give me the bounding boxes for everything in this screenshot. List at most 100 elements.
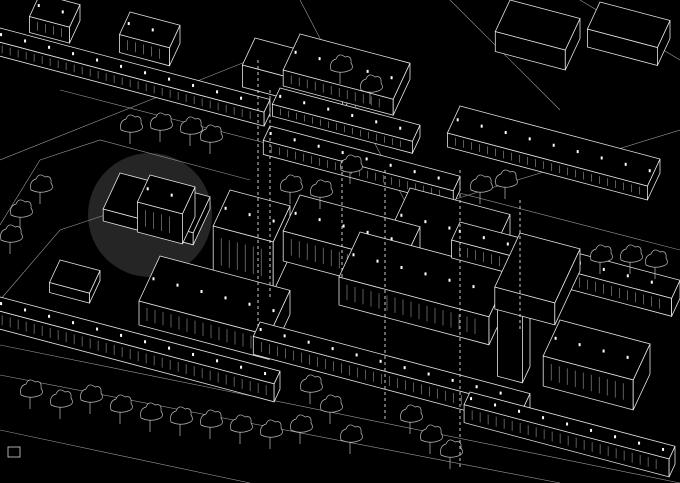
- tree: [340, 424, 363, 454]
- roof-light: [283, 334, 286, 338]
- building-roof: [494, 0, 581, 51]
- roof-light: [61, 10, 64, 14]
- roof-light: [151, 28, 154, 32]
- tree: [150, 112, 173, 142]
- roof-light: [24, 308, 27, 312]
- roof-light: [355, 353, 358, 357]
- roof-light: [366, 230, 369, 234]
- roof-light: [390, 76, 393, 80]
- roof-light: [248, 302, 251, 306]
- roof-light: [303, 101, 306, 105]
- tree-canopy: [30, 174, 53, 193]
- roof-light: [470, 397, 473, 401]
- building-roof: [0, 296, 281, 385]
- roof-light: [650, 280, 653, 284]
- building-roof: [586, 1, 671, 48]
- tree-canopy: [300, 374, 323, 393]
- tree: [290, 414, 313, 444]
- building-block: [262, 125, 461, 206]
- building-block: [28, 0, 81, 44]
- tree: [50, 389, 73, 419]
- tree-canopy: [150, 112, 173, 131]
- roof-light: [192, 83, 195, 87]
- tree-canopy: [320, 394, 343, 413]
- tree-canopy: [340, 154, 363, 173]
- building-block: [136, 174, 196, 245]
- tree-canopy: [290, 414, 313, 433]
- roof-light: [389, 163, 392, 167]
- roof-light: [399, 126, 402, 130]
- roof-light: [0, 302, 3, 306]
- roof-light: [307, 340, 310, 344]
- roof-light: [424, 220, 427, 224]
- tree-canopy: [0, 224, 23, 243]
- roof-light: [379, 359, 382, 363]
- roof-light: [120, 64, 123, 68]
- tree: [20, 379, 43, 409]
- roof-light: [240, 96, 243, 100]
- tree: [310, 179, 333, 209]
- tree-canopy: [200, 409, 223, 428]
- tree: [400, 404, 423, 434]
- roof-light: [152, 277, 155, 281]
- roof-light: [602, 349, 605, 353]
- roof-light: [352, 253, 355, 257]
- road-edge: [0, 429, 251, 483]
- roof-light: [96, 327, 99, 331]
- tree: [140, 402, 163, 432]
- roof-light: [24, 39, 27, 43]
- roof-light: [376, 259, 379, 263]
- roof-light: [127, 22, 130, 26]
- tree: [260, 419, 283, 449]
- tree-canopy: [495, 169, 518, 188]
- roof-light: [365, 157, 368, 161]
- roof-light: [590, 428, 593, 432]
- building-block: [586, 1, 671, 67]
- building-block: [494, 0, 581, 71]
- roof-light: [456, 118, 459, 122]
- building-roof: [118, 11, 181, 49]
- roof-light: [294, 211, 297, 215]
- tree: [30, 174, 53, 204]
- roof-light: [37, 4, 40, 8]
- building-roof: [262, 125, 461, 192]
- roof-light: [48, 45, 51, 49]
- roof-light: [626, 274, 629, 278]
- tree: [200, 124, 223, 154]
- tree: [590, 244, 613, 274]
- roof-light: [413, 170, 416, 174]
- section-lines-layer: [7, 60, 521, 470]
- roof-light: [600, 156, 603, 160]
- roof-light: [96, 58, 99, 62]
- tree-canopy: [420, 424, 443, 443]
- roof-light: [554, 336, 557, 340]
- roof-light: [648, 169, 651, 173]
- roof-light: [366, 69, 369, 73]
- road-edge: [0, 59, 251, 161]
- roof-light: [475, 385, 478, 389]
- roof-light: [626, 355, 629, 359]
- roof-light: [248, 213, 251, 217]
- building-roof: [28, 0, 81, 28]
- roof-light: [264, 372, 267, 376]
- tree: [110, 394, 133, 424]
- building-block: [463, 391, 676, 478]
- roof-light: [317, 144, 320, 148]
- roof-light: [48, 314, 51, 318]
- building-roof: [136, 174, 196, 215]
- roof-light: [279, 94, 282, 98]
- tree-canopy: [330, 54, 353, 73]
- roof-light: [451, 378, 454, 382]
- roof-light: [506, 242, 509, 246]
- tree-canopy: [620, 244, 643, 263]
- tree: [645, 249, 668, 279]
- tree: [170, 406, 193, 436]
- building-block: [494, 232, 581, 326]
- tree-canopy: [310, 179, 333, 198]
- tree: [200, 409, 223, 439]
- tree: [495, 169, 518, 199]
- roof-light: [192, 352, 195, 356]
- road-edge: [0, 209, 121, 301]
- roof-light: [293, 138, 296, 142]
